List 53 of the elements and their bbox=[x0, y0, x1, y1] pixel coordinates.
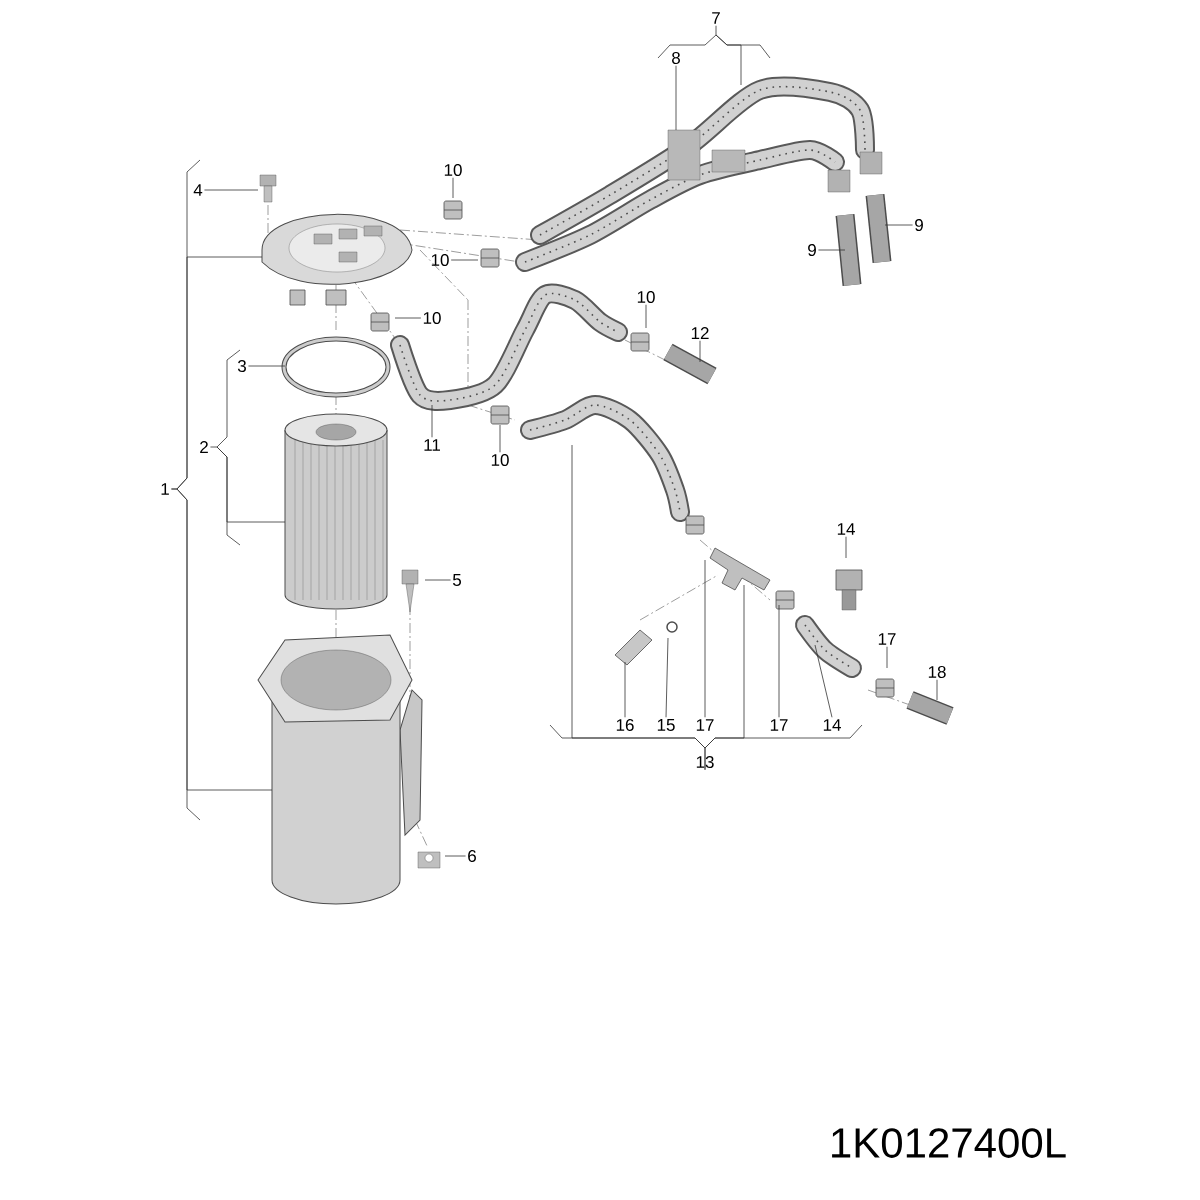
leader-line bbox=[814, 644, 833, 718]
callout-number: 4 bbox=[193, 184, 203, 196]
leader-line bbox=[699, 340, 701, 363]
callout-number: 14 bbox=[837, 523, 855, 535]
leader-line bbox=[886, 646, 888, 669]
callout-number: 3 bbox=[237, 360, 246, 373]
leader-line bbox=[171, 488, 273, 791]
leader-line bbox=[845, 536, 847, 559]
leader-line bbox=[884, 224, 913, 226]
callout-number: 10 bbox=[637, 291, 655, 304]
callout-number: 1 bbox=[161, 483, 169, 495]
callout-number: 10 bbox=[491, 454, 509, 467]
callout-number: 2 bbox=[200, 441, 208, 453]
leader-line bbox=[452, 177, 454, 199]
callout-number: 10 bbox=[423, 312, 441, 325]
leader-line bbox=[424, 579, 451, 581]
leader-line bbox=[778, 604, 780, 718]
leader-line bbox=[499, 424, 501, 453]
leader-line bbox=[450, 259, 479, 261]
leader-line bbox=[665, 637, 669, 718]
leader-line bbox=[645, 304, 647, 329]
callout-number: 12 bbox=[691, 327, 709, 339]
callout-number: 11 bbox=[424, 439, 440, 451]
callout-number: 5 bbox=[452, 574, 461, 586]
leader-line bbox=[715, 25, 742, 86]
callout-number: 6 bbox=[468, 850, 476, 863]
callout-number: 17 bbox=[878, 633, 896, 645]
callout-number: 14 bbox=[823, 719, 841, 731]
callout-number: 9 bbox=[808, 244, 816, 257]
callout-number: 16 bbox=[616, 719, 634, 732]
callout-number: 13 bbox=[696, 756, 714, 769]
leader-line bbox=[675, 65, 677, 131]
leader-line bbox=[818, 249, 846, 251]
callout-number: 15 bbox=[657, 719, 675, 731]
callout-number: 10 bbox=[444, 164, 462, 177]
leader-line bbox=[936, 679, 938, 701]
leader-line bbox=[444, 855, 466, 857]
callout-number: 18 bbox=[928, 666, 946, 679]
leader-line bbox=[431, 404, 433, 438]
callout-number: 17 bbox=[696, 719, 714, 731]
leader-line bbox=[248, 365, 286, 367]
callout-number: 17 bbox=[770, 719, 788, 731]
leader-line bbox=[210, 446, 286, 523]
leader-line bbox=[704, 584, 745, 771]
leader-line bbox=[704, 559, 706, 718]
part-number: 1K0127400L bbox=[832, 1128, 1066, 1158]
callout-number: 8 bbox=[672, 52, 680, 65]
callout-number: 9 bbox=[915, 219, 923, 232]
callout-number: 10 bbox=[431, 254, 449, 267]
callout-number: 7 bbox=[712, 12, 720, 24]
leader-line bbox=[204, 189, 259, 191]
leader-line bbox=[394, 317, 422, 319]
leader-line bbox=[624, 661, 626, 718]
